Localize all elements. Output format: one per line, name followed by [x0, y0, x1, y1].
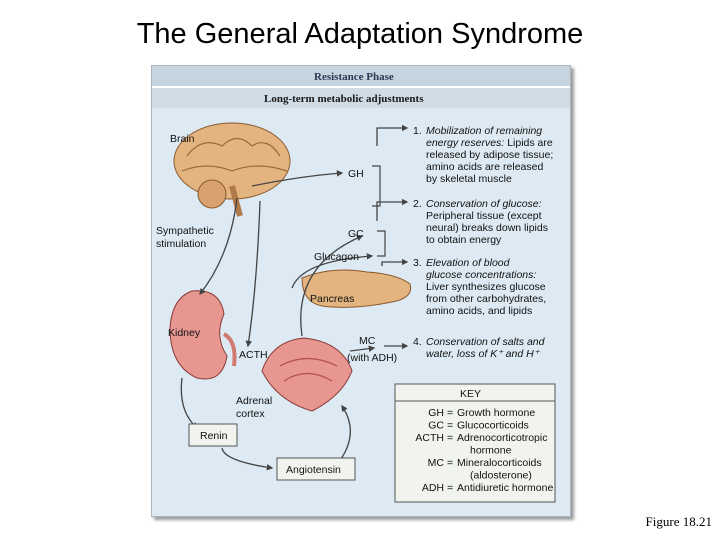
label-acth: ACTH — [239, 349, 268, 361]
key-definition: (aldosterone) — [470, 470, 532, 482]
key-definition: Mineralocorticoids — [457, 457, 542, 469]
label-mc: MC — [359, 335, 376, 347]
effect-3-title-1: Elevation of blood — [426, 257, 511, 269]
effect-2-body-3: to obtain energy — [426, 234, 502, 246]
label-stimulation: stimulation — [156, 238, 206, 250]
key-abbr: ADH — [422, 482, 444, 494]
arrow-adrenal-to-mc — [349, 345, 376, 352]
key-title: KEY — [460, 388, 481, 400]
effect-2-body-1: Peripheral tissue (except — [426, 210, 542, 222]
arrow-renin-to-angiotensin — [221, 447, 274, 471]
subheader-bar — [152, 88, 570, 108]
arrow-brain-to-acth — [245, 200, 261, 348]
diagram-arrows — [180, 124, 409, 471]
arrow-pancreas-to-glucagon — [291, 253, 374, 289]
effect-1-title-tail: Lipids are — [507, 137, 553, 149]
label-brain: Brain — [170, 133, 195, 145]
effect-4: 4. Conservation of salts and water, loss… — [413, 336, 546, 360]
effect-1-title-2: energy reserves:Lipids are — [426, 137, 553, 149]
effect-3-body-2: from other carbohydrates, — [426, 293, 546, 305]
adrenal-illustration — [261, 337, 353, 412]
phase-header: Resistance Phase — [314, 71, 394, 83]
key-definition: Antidiuretic hormone — [457, 482, 553, 494]
label-with-adh: (with ADH) — [347, 352, 397, 364]
arrow-kidney-to-renin — [180, 377, 198, 429]
key-equals: = — [447, 457, 453, 469]
label-renin: Renin — [200, 430, 228, 442]
label-gh: GH — [348, 168, 364, 180]
key-definition: hormone — [470, 445, 512, 457]
effect-3-title-2: glucose concentrations: — [426, 269, 536, 281]
arrow-adrenal-to-gc — [300, 235, 364, 337]
hormone-brackets — [372, 165, 386, 257]
arrow-brain-to-gh — [251, 170, 344, 187]
arrow-to-effect-1 — [376, 124, 409, 146]
label-angiotensin: Angiotensin — [286, 464, 341, 476]
angiotensin-box — [276, 457, 356, 481]
effect-1-body-3: by skeletal muscle — [426, 173, 512, 185]
key-abbr: ACTH — [415, 432, 444, 444]
effect-2-title-1: Conservation of glucose: — [426, 198, 542, 210]
effect-2: 2. Conservation of glucose: Peripheral t… — [413, 198, 548, 246]
key-equals: = — [447, 407, 453, 419]
effect-4-title-1: Conservation of salts and — [426, 336, 546, 348]
kidney-illustration — [169, 290, 237, 380]
label-pancreas: Pancreas — [310, 293, 354, 305]
effect-3-body-3: amino acids, and lipids — [426, 305, 532, 317]
effect-1-title-2a: energy reserves: — [426, 137, 504, 149]
effect-3: 3. Elevation of blood glucose concentrat… — [413, 257, 546, 317]
slide-title: The General Adaptation Syndrome — [136, 18, 584, 50]
key-box-frame — [394, 383, 556, 503]
phase-header-bar — [152, 66, 570, 86]
key-rows: GH=Growth hormoneGC=GlucocorticoidsACTH=… — [415, 407, 553, 494]
key-definition: Glucocorticoids — [457, 420, 529, 432]
pancreas-illustration — [301, 269, 412, 308]
key-definition: Growth hormone — [457, 407, 535, 419]
arrow-to-effect-2 — [376, 198, 409, 221]
effect-2-body-2: neural) breaks down lipids — [426, 222, 548, 234]
figure-panel: Resistance Phase Long-term metabolic adj… — [151, 65, 571, 517]
renin-box — [188, 423, 238, 447]
label-adrenal: Adrenal — [236, 395, 272, 407]
effect-1-number: 1. — [413, 125, 422, 137]
effect-4-body-1: water, loss of K⁺ and H⁺ — [426, 348, 541, 360]
key-abbr: GH — [428, 407, 444, 419]
label-cortex: cortex — [236, 408, 265, 420]
key-abbr: MC — [428, 457, 445, 469]
label-kidney: Kidney — [168, 327, 201, 339]
effect-3-number: 3. — [413, 257, 422, 269]
effect-1-title-1: Mobilization of remaining — [426, 125, 542, 137]
key-definition: Adrenocorticotropic — [457, 432, 547, 444]
arrow-to-effect-3 — [381, 258, 409, 266]
label-sympathetic: Sympathetic — [156, 225, 214, 237]
effect-2-number: 2. — [413, 198, 422, 210]
effect-1-body-1: released by adipose tissue; — [426, 149, 553, 161]
figure-caption: Figure 18.21 — [645, 514, 712, 529]
key-abbr: GC — [428, 420, 444, 432]
key-equals: = — [447, 482, 453, 494]
arrow-brain-to-kidney — [199, 197, 238, 296]
effect-1-body-2: amino acids are released — [426, 161, 543, 173]
effect-1: 1. Mobilization of remaining energy rese… — [413, 125, 553, 185]
key-box: KEY GH=Growth hormoneGC=GlucocorticoidsA… — [394, 383, 556, 503]
label-glucagon: Glucagon — [314, 251, 359, 263]
key-equals: = — [447, 432, 453, 444]
key-equals: = — [447, 420, 453, 432]
diagram-svg: Resistance Phase Long-term metabolic adj… — [152, 66, 570, 503]
subheader: Long-term metabolic adjustments — [264, 93, 424, 105]
effect-4-number: 4. — [413, 336, 422, 348]
label-gc: GC — [348, 228, 364, 240]
effect-3-body-1: Liver synthesizes glucose — [426, 281, 546, 293]
